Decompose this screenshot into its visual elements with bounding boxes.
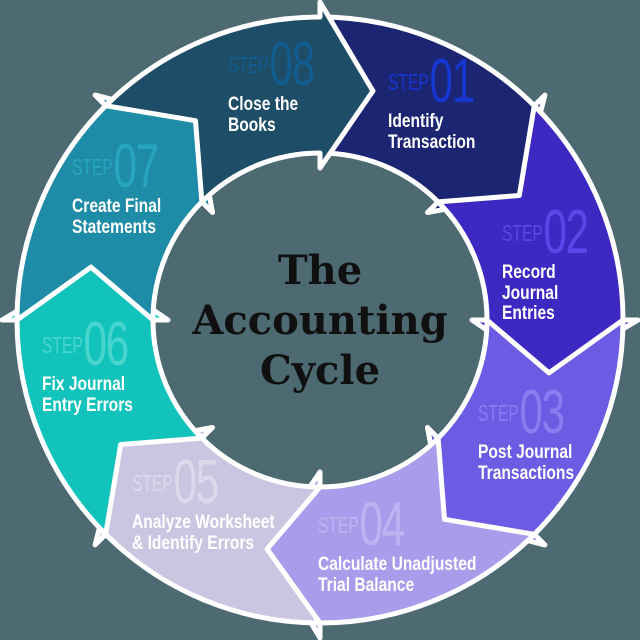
- diagram-title: The Accounting Cycle: [192, 247, 448, 394]
- step-6-arrow: [0, 264, 205, 537]
- step-8-arrow: [103, 0, 376, 205]
- step-4-arrow: [264, 435, 537, 640]
- step-1-arrow: [317, 14, 548, 215]
- step-3-arrow: [425, 317, 626, 548]
- step-5-arrow: [92, 425, 323, 626]
- step-7-arrow: [14, 92, 215, 323]
- step-2-arrow: [435, 103, 640, 376]
